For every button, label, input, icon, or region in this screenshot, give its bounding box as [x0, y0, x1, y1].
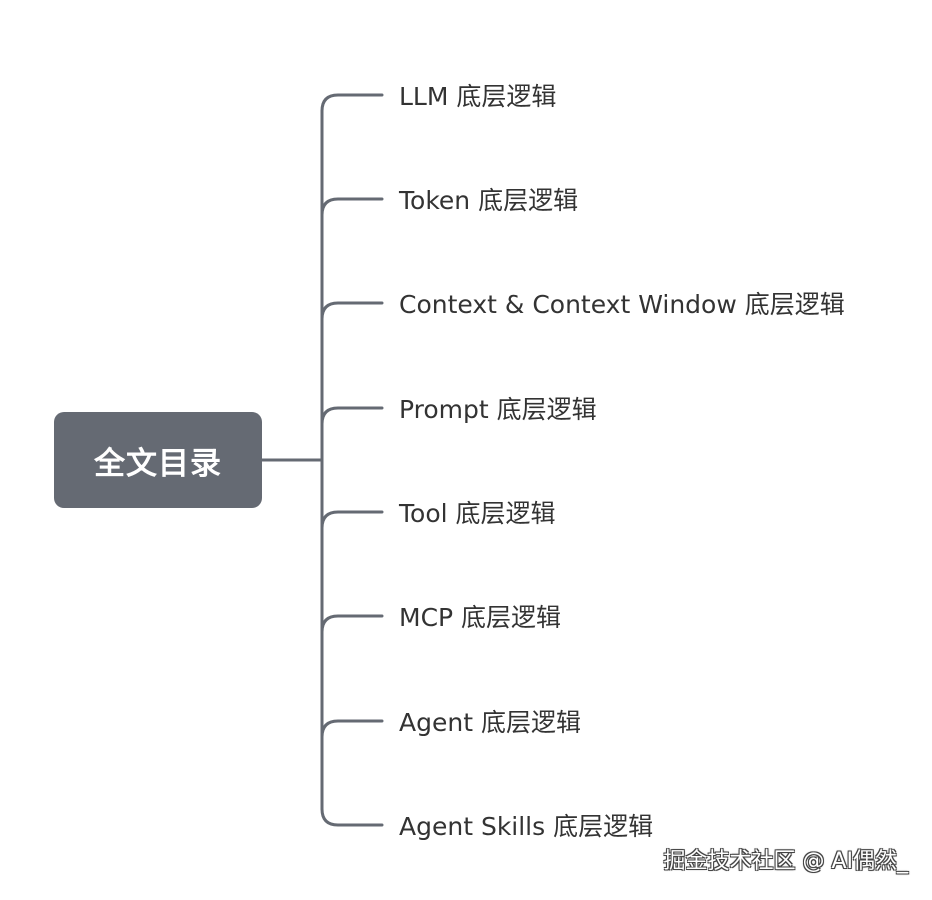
branch-connector: [320, 406, 384, 426]
branch-prompt: Prompt 底层逻辑: [399, 395, 597, 424]
branch-connector: [320, 301, 384, 321]
branch-agent: Agent 底层逻辑: [399, 708, 581, 737]
watermark: 掘金技术社区 @ AI偶然_: [663, 849, 908, 874]
root-label: 全文目录: [94, 445, 222, 482]
branch-connector: [320, 614, 384, 634]
branch-connector: [320, 197, 384, 217]
root-node: 全文目录: [54, 412, 262, 508]
branch-connector: [320, 510, 384, 530]
branch-connector: [320, 719, 384, 739]
branch-mcp: MCP 底层逻辑: [399, 603, 562, 632]
branch-connector: [320, 807, 384, 827]
branch-connector: [320, 93, 384, 113]
branch-agent-skills: Agent Skills 底层逻辑: [399, 812, 654, 841]
branch-token: Token 底层逻辑: [399, 186, 579, 215]
branch-llm: LLM 底层逻辑: [399, 82, 557, 111]
branch-context: Context & Context Window 底层逻辑: [399, 290, 845, 319]
branch-tool: Tool 底层逻辑: [399, 499, 556, 528]
